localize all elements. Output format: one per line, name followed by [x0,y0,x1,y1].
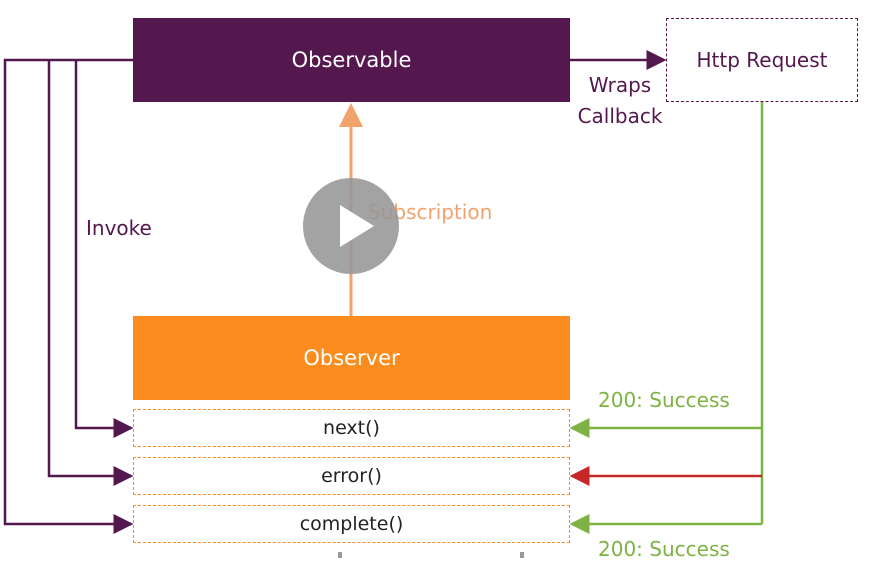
observer-node: Observer [133,316,570,400]
http-request-node: Http Request [666,18,858,102]
invoke-complete-arrow [3,58,134,534]
invoke-error-arrow [47,60,134,486]
wraps-callback-label: Wraps Callback [574,70,666,132]
wraps-label: Wraps [588,73,652,97]
timeline-marker-start [338,552,342,558]
invoke-next-arrow [74,60,134,438]
observable-node: Observable [133,18,570,102]
invoke-label: Invoke [86,216,152,240]
timeline-marker-end [520,552,524,558]
callback-label: Callback [577,104,663,128]
play-button[interactable] [303,178,399,274]
success-label-top: 200: Success [598,388,730,412]
play-icon [340,205,374,247]
next-method: next() [133,409,570,447]
error-method: error() [133,457,570,495]
success-label-bottom: 200: Success [598,537,730,561]
complete-method: complete() [133,505,570,543]
